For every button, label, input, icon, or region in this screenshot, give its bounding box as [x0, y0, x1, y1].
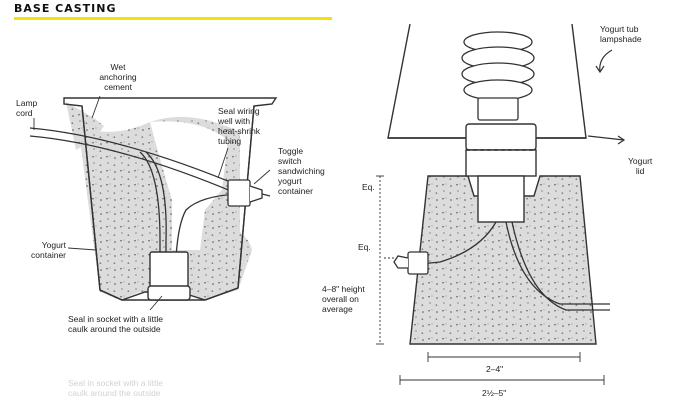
- left-leaders: [33, 95, 271, 311]
- dim-bottom-label: 2½–5": [482, 388, 507, 398]
- toggle-switch: [227, 179, 271, 207]
- dim-top-label: 2–4": [486, 364, 504, 374]
- lamp-cord: [29, 127, 241, 259]
- side-toggle: [393, 251, 429, 275]
- dimension-lines: [376, 175, 605, 385]
- eq-top-label: Eq.: [362, 182, 375, 192]
- concrete-base: [409, 175, 597, 345]
- cfl-bulb: [461, 31, 535, 121]
- base-cord: [419, 221, 610, 311]
- socket: [147, 251, 191, 301]
- title-underline: [14, 17, 332, 20]
- eq-mid-label: Eq.: [358, 242, 371, 252]
- page-title: BASE CASTING: [14, 2, 117, 15]
- lid-socket-column: [465, 123, 537, 223]
- right-arrows: [587, 49, 626, 145]
